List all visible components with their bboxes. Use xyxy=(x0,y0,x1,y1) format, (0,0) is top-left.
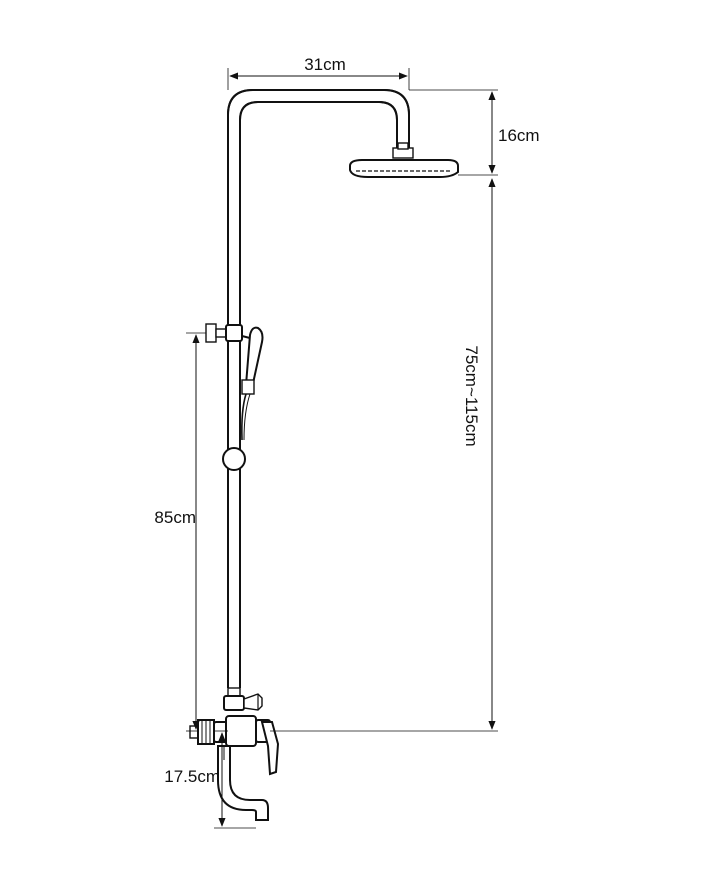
dimension-holder-height: 85cm xyxy=(154,332,206,732)
dimension-arm-length: 31cm xyxy=(227,55,410,90)
mixer-body xyxy=(189,715,280,776)
dimension-spout-drop: 17.5cm xyxy=(164,730,256,829)
spout-drop-label: 17.5cm xyxy=(164,767,220,786)
slide-range-label: 75cm~115cm xyxy=(462,345,481,446)
head-drop-label: 16cm xyxy=(498,126,540,145)
hand-shower xyxy=(241,326,264,441)
holder-height-label: 85cm xyxy=(154,508,196,527)
slider-ball xyxy=(222,447,246,471)
diverter-valve xyxy=(223,687,263,711)
hand-shower-holder xyxy=(205,323,251,344)
dimension-head-drop: 16cm xyxy=(409,89,540,176)
arm-length-label: 31cm xyxy=(304,55,346,74)
rain-shower-head xyxy=(349,142,459,178)
shower-column xyxy=(227,89,410,688)
bath-spout xyxy=(217,745,269,821)
dimension-slide-range: 75cm~115cm xyxy=(270,178,498,732)
